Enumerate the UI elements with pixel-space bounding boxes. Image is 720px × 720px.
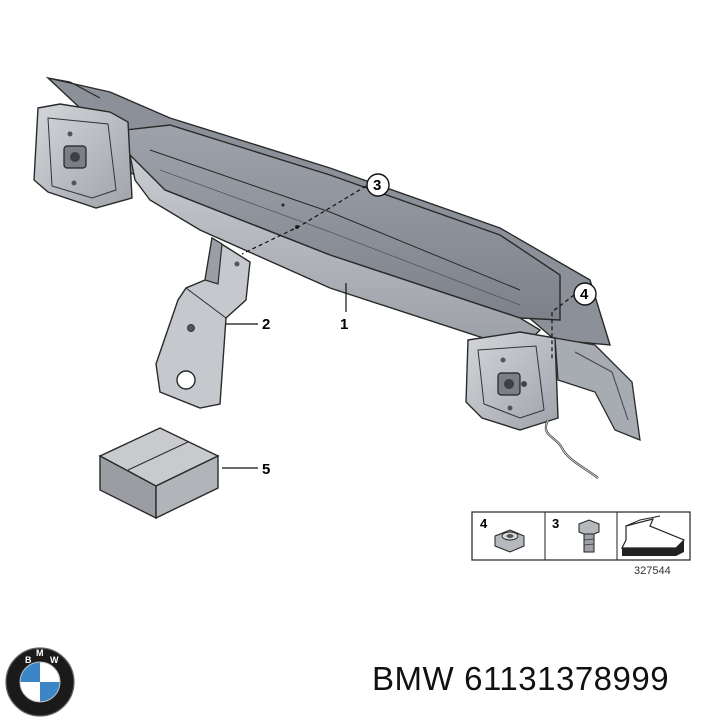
brand-name: BMW xyxy=(372,660,455,697)
svg-text:W: W xyxy=(50,655,59,665)
callout-3-circle xyxy=(366,173,390,197)
legend-bolt-number: 3 xyxy=(552,516,559,531)
callout-4-circle xyxy=(573,282,597,306)
bumper-carrier xyxy=(33,76,641,479)
foam-block xyxy=(98,427,220,520)
arrow-direction-icon xyxy=(621,515,686,556)
svg-text:M: M xyxy=(36,648,44,658)
callout-1: 1 xyxy=(340,316,348,333)
callout-4: 4 xyxy=(580,286,589,303)
leader-lines xyxy=(222,185,575,469)
bolt-icon xyxy=(578,519,600,553)
legend-nut-number: 4 xyxy=(480,516,488,531)
callout-3: 3 xyxy=(373,177,381,194)
callout-5: 5 xyxy=(262,461,270,478)
nut-icon xyxy=(494,529,525,553)
svg-text:B: B xyxy=(25,655,32,665)
part-number: 61131378999 xyxy=(464,660,670,697)
bracket xyxy=(155,236,251,409)
diagram-reference-number: 327544 xyxy=(634,565,671,577)
bmw-logo: B M W xyxy=(5,647,75,717)
callout-2: 2 xyxy=(262,316,270,333)
small-parts-legend: 4 3 xyxy=(471,511,691,561)
